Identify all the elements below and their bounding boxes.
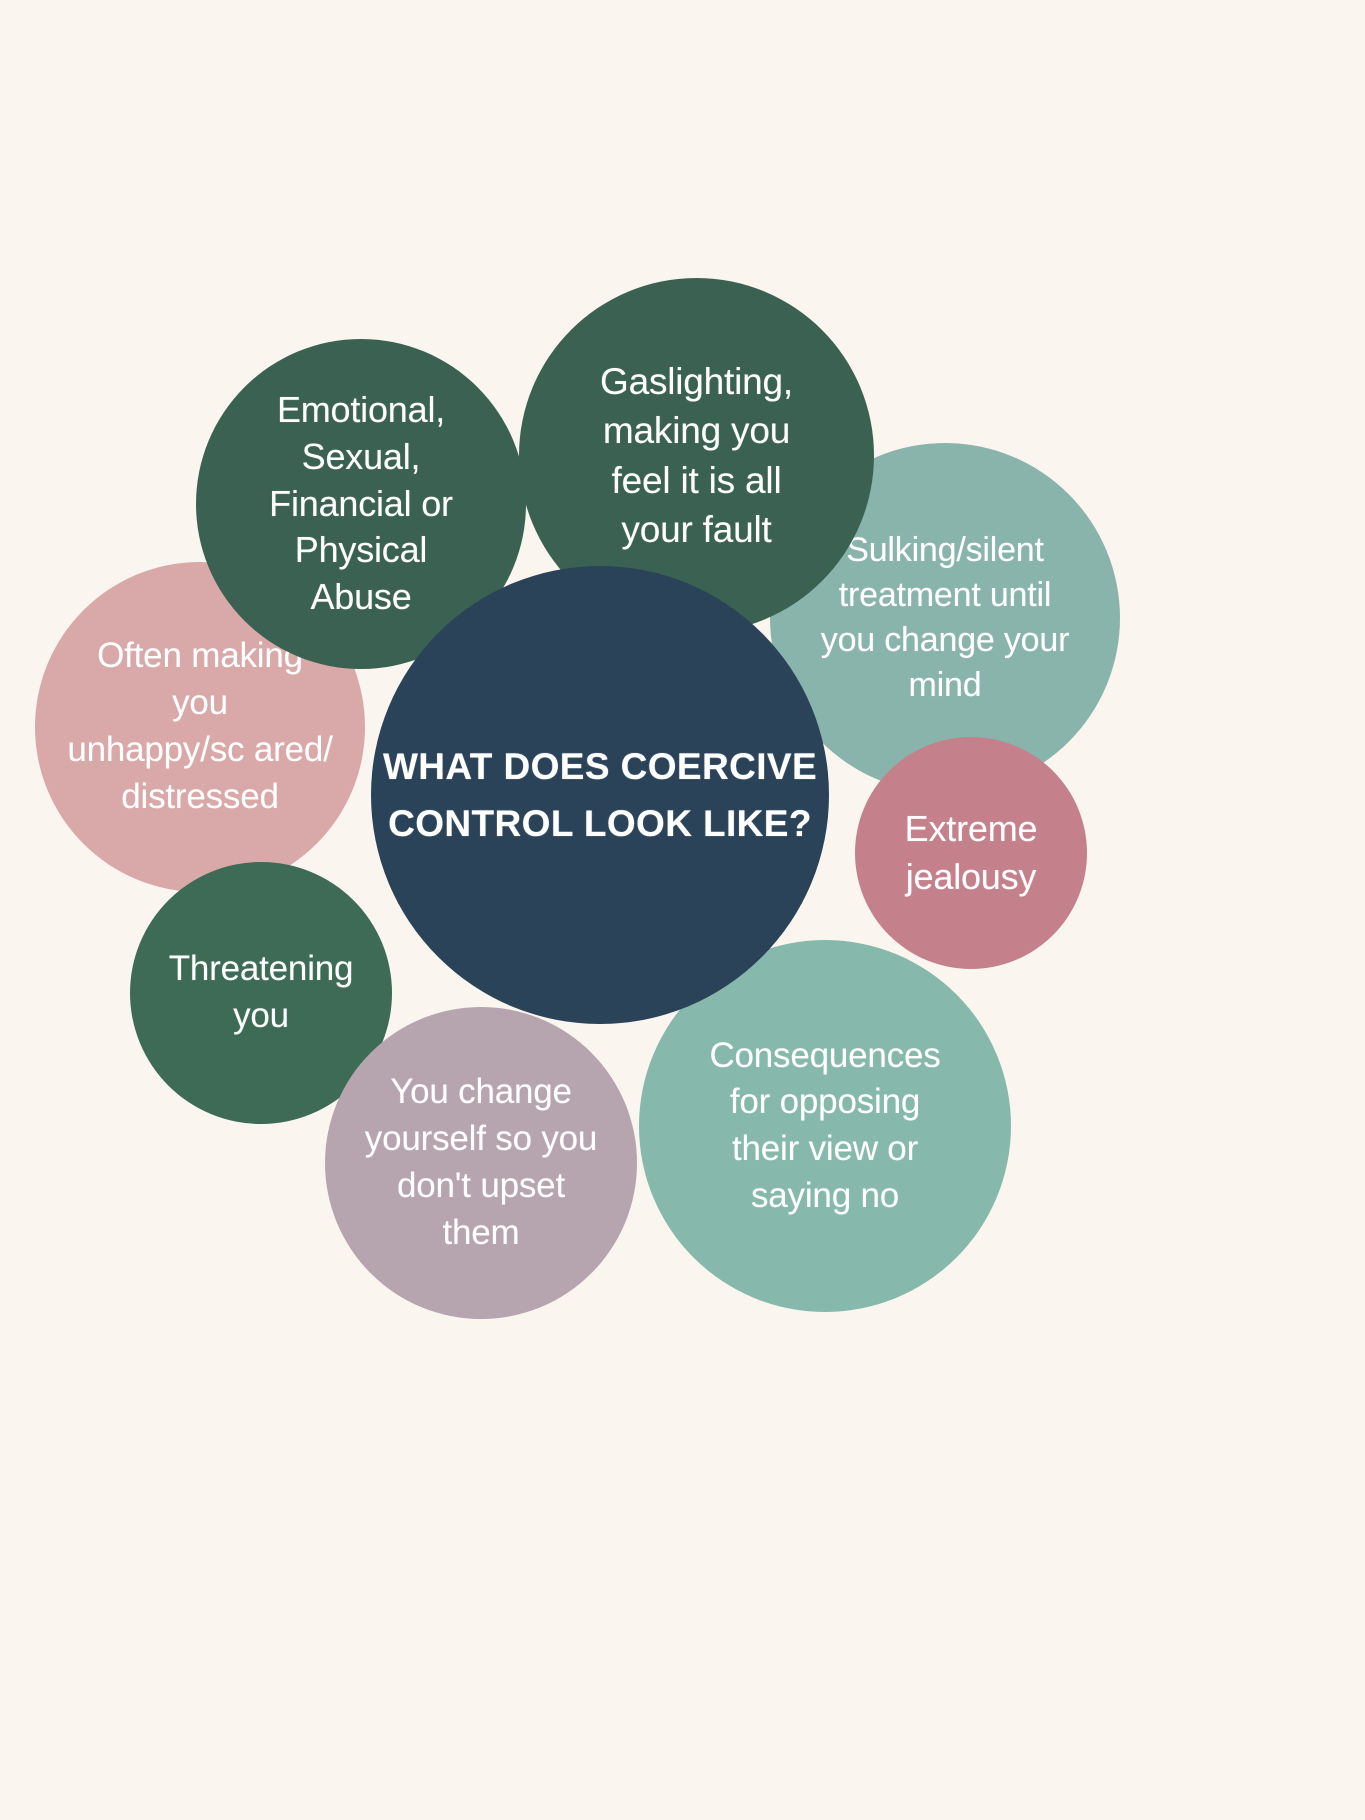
bubble-label-jealousy: Extreme jealousy <box>904 807 1038 897</box>
bubble-label-abuse: Emotional, Sexual, Financial or Physical… <box>269 389 453 618</box>
center-bubble-main-question: WHAT DOES COERCIVE CONTROL LOOK LIKE? <box>371 566 829 1024</box>
bubble-label-unhappy: Often making you unhappy/sc ared/ distre… <box>67 636 333 816</box>
bubble-emotional-sexual-financial-physical-abuse: Emotional, Sexual, Financial or Physical… <box>196 339 526 669</box>
bubble-sulking-silent-treatment: Sulking/silent treatment until you chang… <box>770 443 1120 793</box>
bubble-you-change-yourself: You change yourself so you don't upset t… <box>325 1007 637 1319</box>
bubble-label-selfchange: You change yourself so you don't upset t… <box>364 1072 598 1252</box>
bubble-consequences-for-opposing: Consequences for opposing their view or … <box>639 940 1011 1312</box>
bubble-label-consequences: Consequences for opposing their view or … <box>709 1035 941 1215</box>
page-title: WHAT DOES COERCIVE CONTROL LOOK LIKE? <box>382 745 818 844</box>
bubble-extreme-jealousy: Extreme jealousy <box>855 737 1087 969</box>
bubble-label-threatening: Threatening you <box>168 949 354 1035</box>
bubble-label-gaslighting: Gaslighting, making you feel it is all y… <box>600 361 793 550</box>
bubble-often-making-you-unhappy: Often making you unhappy/sc ared/ distre… <box>35 562 365 892</box>
bubble-label-sulking: Sulking/silent treatment until you chang… <box>820 530 1070 705</box>
